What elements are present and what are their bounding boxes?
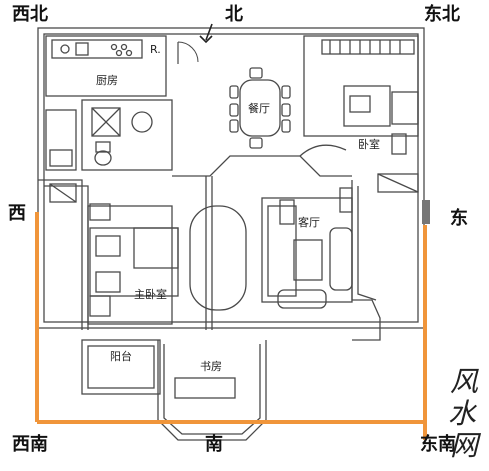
direction-northeast: 东北 bbox=[424, 4, 460, 25]
room-label-bedroom: 卧室 bbox=[358, 137, 380, 151]
east-marker bbox=[422, 200, 430, 224]
room-label-living: 客厅 bbox=[298, 215, 320, 229]
watermark-char-3: 网 bbox=[450, 429, 479, 462]
entry-arrow bbox=[205, 23, 213, 41]
direction-east: 东 bbox=[450, 208, 468, 229]
room-label-kitchen: 厨房 bbox=[96, 74, 118, 87]
direction-southwest: 西南 bbox=[12, 434, 48, 455]
entry-arrow-head bbox=[199, 35, 213, 44]
watermark-char-2: 水 bbox=[448, 397, 477, 430]
direction-west: 西 bbox=[8, 203, 26, 224]
direction-southeast: 东南 bbox=[420, 434, 456, 455]
door-swing bbox=[177, 41, 199, 63]
direction-south: 南 bbox=[205, 434, 223, 455]
walls bbox=[37, 27, 425, 441]
direction-north: 北 bbox=[225, 4, 243, 25]
fridge-label: R. bbox=[150, 43, 161, 56]
boundary-outline bbox=[35, 212, 427, 440]
room-label-dining: 餐厅 bbox=[248, 101, 270, 115]
room-label-study: 书房 bbox=[200, 360, 222, 373]
direction-northwest: 西北 bbox=[12, 4, 48, 25]
room-label-balcony: 阳台 bbox=[110, 349, 132, 363]
room-label-master-bedroom: 主卧室 bbox=[134, 287, 167, 301]
watermark-char-1: 风 bbox=[450, 365, 479, 398]
